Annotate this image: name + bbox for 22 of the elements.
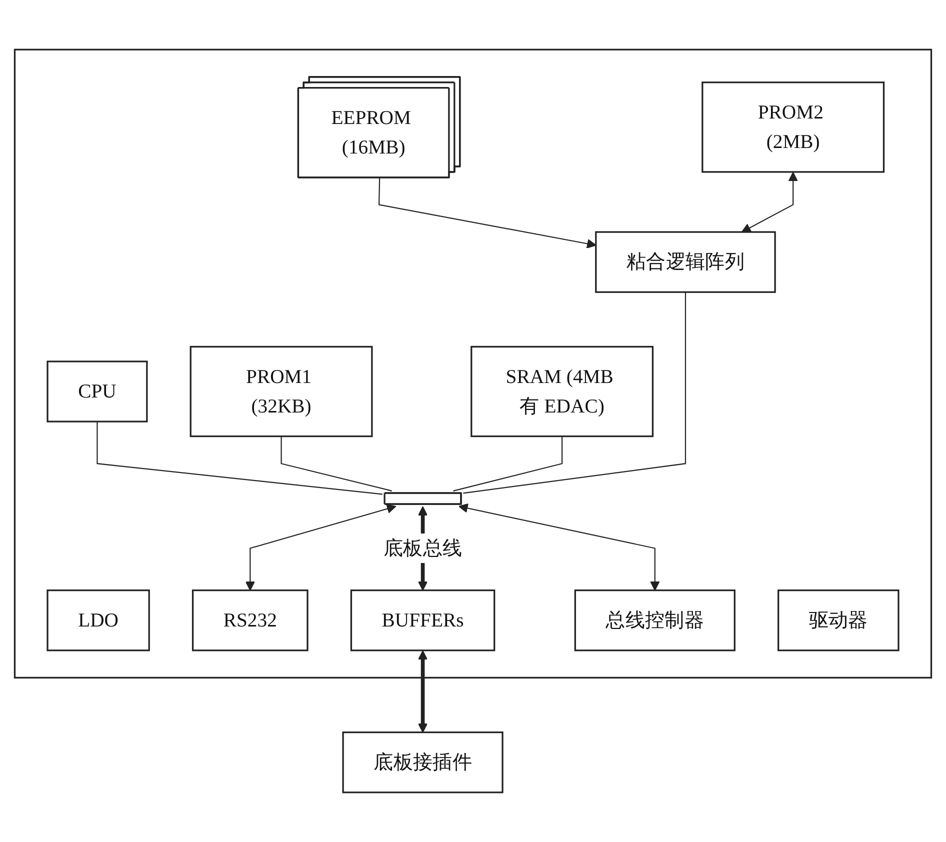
arrow — [245, 504, 396, 591]
node-box: RS232 — [192, 589, 308, 652]
connector — [96, 422, 382, 495]
connector — [463, 292, 686, 494]
arrow — [458, 503, 660, 591]
node-box: PROM1 (32KB) — [190, 346, 373, 438]
node-box: 底板接插件 — [342, 732, 504, 794]
cluster — [14, 48, 932, 679]
node-box: PROM2 (2MB) — [702, 82, 885, 173]
node-box: SRAM (4MB 有 EDAC) — [470, 346, 654, 438]
arrow — [418, 650, 428, 733]
node-box: BUFFERs — [350, 589, 496, 652]
arrow — [741, 172, 798, 232]
edge-label: 底板总线 — [383, 536, 462, 559]
connector — [453, 436, 563, 492]
node-box: 驱动器 — [778, 589, 900, 652]
arrow — [378, 178, 596, 248]
node-box: 粘合逻辑阵列 — [595, 231, 776, 293]
node-box: CPU — [46, 360, 148, 422]
node-box: LDO — [46, 589, 150, 652]
connector — [280, 436, 392, 492]
node-box: 总线控制器 — [574, 589, 736, 652]
